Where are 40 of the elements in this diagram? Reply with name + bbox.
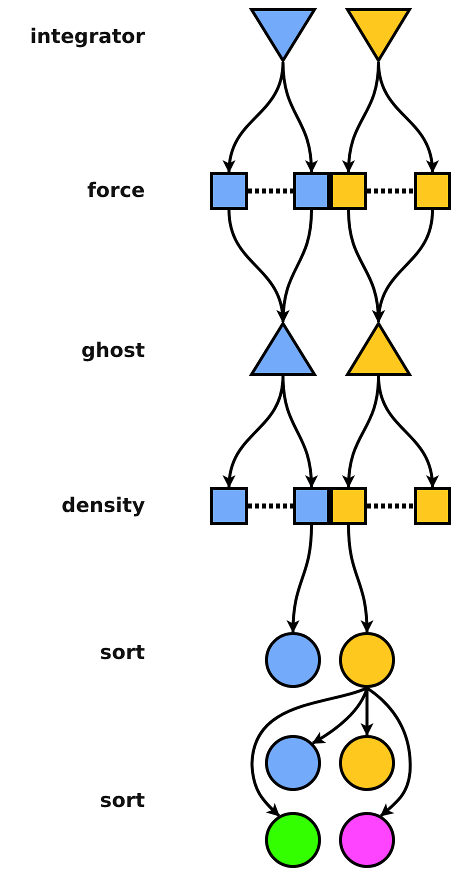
arrow (277, 210, 313, 324)
arrow (377, 376, 438, 488)
circle-node (265, 812, 321, 868)
row-label: ghost (81, 338, 145, 362)
square-node (210, 487, 248, 525)
dotted-link (248, 504, 293, 508)
circle-node (265, 735, 321, 791)
row-label: density (62, 493, 145, 517)
row-label: sort (100, 788, 145, 812)
triangle-node (346, 8, 411, 62)
row-label: sort (100, 640, 145, 664)
circle-node (339, 735, 395, 791)
arrow (286, 524, 313, 634)
arrow (366, 686, 412, 817)
square-node (414, 487, 451, 525)
square-node (330, 172, 367, 210)
dotted-link (367, 504, 414, 508)
circle-node (339, 812, 395, 868)
arrow (282, 62, 318, 174)
square-node (293, 487, 330, 525)
circle-node (339, 632, 395, 688)
arrow (377, 62, 438, 174)
square-node (210, 172, 248, 210)
circle-node (265, 632, 321, 688)
dotted-link (367, 188, 414, 194)
arrow (250, 686, 368, 817)
triangle-node (250, 8, 316, 62)
dotted-link (248, 188, 293, 194)
square-node (330, 487, 367, 525)
triangle-node (346, 322, 411, 376)
arrow (347, 524, 374, 634)
triangle-node (250, 322, 316, 376)
square-node (293, 172, 330, 210)
arrow (312, 688, 368, 744)
row-label: integrator (30, 24, 145, 48)
arrow (360, 688, 374, 736)
arrow (282, 376, 318, 488)
square-node (414, 172, 451, 210)
arrow (373, 210, 434, 324)
row-label: force (87, 178, 145, 202)
